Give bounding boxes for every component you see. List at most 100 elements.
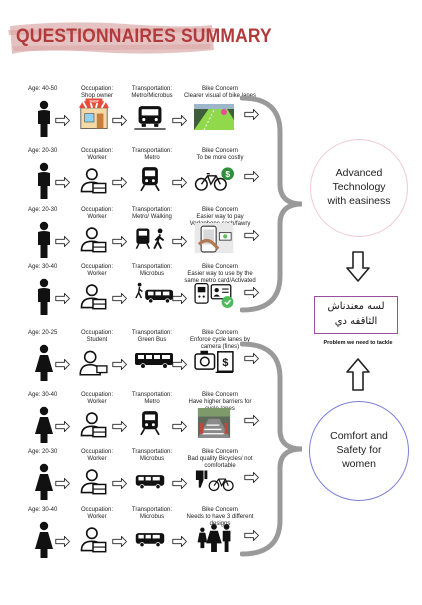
- age-label: Age: 20-30: [28, 449, 58, 455]
- woman-icon: [35, 521, 53, 558]
- right-arrow-icon: [112, 293, 127, 304]
- microbus-icon: [135, 475, 165, 490]
- man-icon: [38, 221, 50, 258]
- metro-icon: [140, 411, 160, 436]
- metro-walking-icon: [135, 228, 165, 250]
- bottom-group-bracket: [240, 341, 303, 557]
- occupation-label: Occupation: Worker: [80, 507, 114, 520]
- summary-circle-safety: Comfort and Safety for women: [309, 401, 409, 501]
- bus-metro-icon: [134, 106, 166, 130]
- woman-icon: [35, 463, 53, 500]
- svg-text:SHOP: SHOP: [89, 99, 99, 103]
- transportation-label: Transportation: Microbus: [131, 449, 173, 462]
- right-arrow-icon: [112, 536, 127, 547]
- right-arrow-icon: [244, 171, 259, 182]
- age-label: Age: 20-30: [28, 207, 58, 213]
- worker-icon: [80, 168, 107, 194]
- green-bus-icon: [135, 353, 173, 369]
- right-arrow-icon: [112, 478, 127, 489]
- right-arrow-icon: [244, 109, 259, 120]
- right-arrow-icon: [55, 115, 70, 126]
- right-arrow-icon: [172, 115, 187, 126]
- age-label: Age: 40-50: [28, 86, 58, 92]
- problem-caption: Problem we need to tackle: [323, 340, 393, 346]
- transportation-label: Transportation: Metro: [131, 148, 173, 161]
- age-label: Age: 30-40: [28, 392, 58, 398]
- right-arrow-icon: [112, 115, 127, 126]
- summary-technology-text: Advanced Technology with easiness: [327, 167, 391, 207]
- man-icon: [38, 100, 50, 137]
- right-arrow-icon: [244, 353, 259, 364]
- bike-concern-label: Bike Concern Needs to have 3 different d…: [186, 507, 254, 527]
- right-arrow-icon: [172, 359, 187, 370]
- man-icon: [38, 278, 50, 315]
- down-arrow-icon: [346, 251, 370, 282]
- right-arrow-icon: [172, 177, 187, 188]
- up-arrow-icon: [346, 358, 370, 391]
- transportation-label: Transportation: Metro: [131, 392, 173, 405]
- phone-pay-icon: [194, 223, 234, 253]
- occupation-label: Occupation: Worker: [80, 392, 114, 405]
- microbus-icon: [135, 533, 165, 548]
- worker-icon: [80, 227, 107, 253]
- age-label: Age: 20-30: [28, 148, 58, 154]
- right-arrow-icon: [244, 530, 259, 541]
- transportation-label: Transportation: Microbus: [131, 507, 173, 520]
- right-arrow-icon: [172, 293, 187, 304]
- thumbs-down-bicycle-icon: [195, 470, 234, 492]
- top-group-bracket: [240, 95, 303, 313]
- right-arrow-icon: [55, 177, 70, 188]
- right-arrow-icon: [244, 472, 259, 483]
- right-arrow-icon: [55, 359, 70, 370]
- worker-icon: [80, 284, 107, 310]
- bike-concern-label: Bike Concern Enforce cycle lanes by came…: [189, 330, 251, 350]
- transportation-label: Transportation: Metro/ Walking: [131, 207, 173, 220]
- questionnaire-row: Age: 20-30 Occupation: Worker Transportati…: [0, 205, 290, 267]
- worker-icon: [80, 527, 107, 553]
- svg-text:$: $: [222, 357, 228, 369]
- bike-concern-label: Bike Concern To be more costly: [196, 148, 244, 161]
- occupation-label: Occupation: Shop owner: [80, 86, 114, 99]
- questionnaire-row: Age: 20-30 Occupation: Worker Transportati…: [0, 146, 290, 208]
- right-arrow-icon: [112, 177, 127, 188]
- id-card-icon: [194, 283, 234, 308]
- svg-text:$: $: [225, 169, 230, 179]
- occupation-label: Occupation: Worker: [80, 207, 114, 220]
- right-arrow-icon: [172, 236, 187, 247]
- bicycle-money-icon: $: [194, 167, 234, 191]
- family-icon: [197, 523, 231, 553]
- bike-lane-photo: [194, 104, 234, 131]
- microbus-walker-icon: [135, 282, 174, 304]
- transportation-label: Transportation: Metro/Microbus: [131, 86, 173, 99]
- right-arrow-icon: [55, 536, 70, 547]
- right-arrow-icon: [112, 359, 127, 370]
- bike-concern-label: Bike Concern Bad quality Bicycles/ not c…: [187, 449, 253, 469]
- occupation-label: Occupation: Worker: [80, 148, 114, 161]
- right-arrow-icon: [112, 421, 127, 432]
- student-icon: [79, 350, 108, 376]
- occupation-label: Occupation: Worker: [80, 449, 114, 462]
- transportation-label: Transportation: Microbus: [131, 264, 173, 277]
- title-banner: QUESTIONNAIRES SUMMARY: [6, 16, 272, 60]
- man-icon: [38, 162, 50, 199]
- transportation-label: Transportation: Green Bus: [131, 330, 173, 343]
- occupation-label: Occupation: Student: [80, 330, 114, 343]
- page-title: QUESTIONNAIRES SUMMARY: [16, 26, 272, 47]
- right-arrow-icon: [244, 415, 259, 426]
- woman-icon: [35, 406, 53, 443]
- occupation-label: Occupation: Worker: [80, 264, 114, 277]
- right-arrow-icon: [244, 287, 259, 298]
- metro-icon: [140, 167, 160, 192]
- camera-fine-icon: $: [194, 350, 234, 373]
- right-arrow-icon: [55, 421, 70, 432]
- shop-icon: SHOP: [78, 98, 110, 129]
- brush-stroke-background: [8, 22, 216, 54]
- right-arrow-icon: [172, 421, 187, 432]
- right-arrow-icon: [112, 236, 127, 247]
- right-arrow-icon: [172, 478, 187, 489]
- arabic-line-1: لسه معندناش: [327, 301, 385, 312]
- right-arrow-icon: [244, 230, 259, 241]
- woman-icon: [35, 344, 53, 381]
